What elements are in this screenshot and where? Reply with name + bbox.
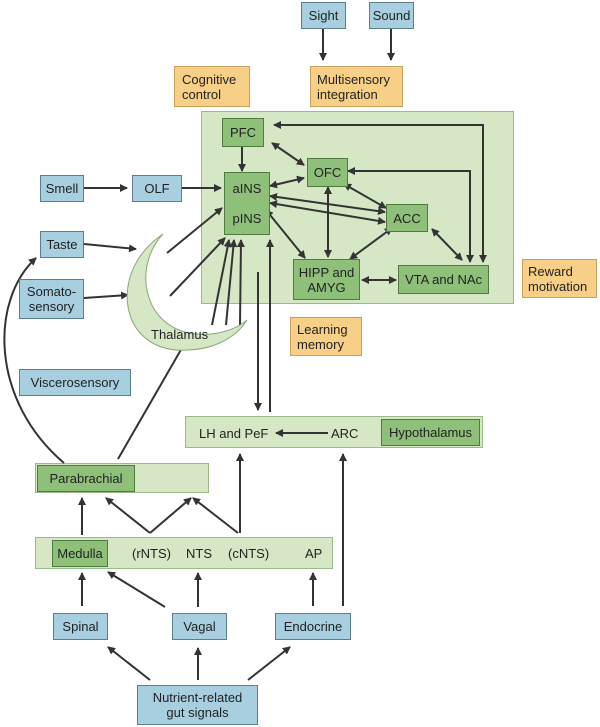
medulla-box: Medulla	[52, 540, 108, 567]
endocrine-label: Endocrine	[283, 619, 343, 634]
spinal-label: Spinal	[62, 619, 99, 634]
acc-label: ACC	[393, 210, 421, 226]
parabrachial-box: Parabrachial	[37, 465, 135, 492]
arc-label: ARC	[331, 426, 359, 441]
sight-label: Sight	[308, 8, 339, 23]
smell-box: Smell	[40, 175, 84, 202]
smell-label: Smell	[45, 181, 79, 196]
vta-nac-box: VTA and NAc	[398, 265, 489, 294]
viscerosensory-label: Viscerosensory	[30, 375, 120, 390]
reward-label-line2: motivation	[528, 278, 588, 294]
learning-label-line2: memory	[297, 336, 344, 352]
hypothalamus-box: Hypothalamus	[381, 419, 480, 446]
medulla-label: Medulla	[57, 546, 103, 561]
thalamus-label: Thalamus	[151, 327, 209, 342]
viscerosensory-box: Viscerosensory	[19, 369, 131, 396]
ap-label: AP	[305, 546, 323, 561]
vagal-box: Vagal	[172, 613, 227, 640]
rnts-label: (rNTS)	[132, 546, 171, 561]
hypothalamus-label: Hypothalamus	[388, 425, 473, 440]
cognitive-label-line1: Cognitive	[182, 71, 237, 87]
gut-label-line1: Nutrient-related	[152, 690, 243, 705]
lh-pef-label: LH and PeF	[199, 426, 269, 441]
cognitive-label-line2: control	[182, 86, 222, 102]
insula-box: aINS pINS	[224, 172, 270, 235]
hipp-label-line1: HIPP and	[298, 264, 355, 280]
vta-label: VTA and NAc	[404, 272, 483, 287]
ofc-label: OFC	[313, 165, 342, 180]
learning-memory-box: Learning memory	[290, 317, 362, 356]
olf-box: OLF	[132, 175, 182, 202]
acc-box: ACC	[386, 204, 428, 232]
sight-box: Sight	[301, 2, 346, 29]
nts-label: NTS	[186, 546, 212, 561]
somatosensory-box: Somato- sensory	[19, 279, 84, 319]
hipp-amyg-box: HIPP and AMYG	[293, 259, 360, 300]
multisensory-label-line2: integration	[317, 86, 378, 102]
pfc-box: PFC	[222, 118, 264, 147]
sound-label: Sound	[372, 8, 411, 23]
olf-label: OLF	[144, 181, 170, 196]
taste-label: Taste	[46, 237, 78, 252]
cognitive-control-box: Cognitive control	[174, 66, 250, 107]
vagal-label: Vagal	[183, 619, 216, 634]
multisensory-integration-box: Multisensory integration	[310, 66, 403, 107]
gut-label-line2: gut signals	[166, 705, 229, 720]
gut-signals-box: Nutrient-related gut signals	[137, 685, 258, 725]
spinal-box: Spinal	[53, 613, 108, 640]
pfc-label: PFC	[230, 125, 256, 140]
learning-label-line1: Learning	[297, 321, 348, 337]
cnts-label: (cNTS)	[228, 546, 270, 561]
sound-box: Sound	[369, 2, 414, 29]
pins-label: pINS	[232, 211, 262, 227]
ofc-box: OFC	[307, 158, 348, 187]
taste-box: Taste	[40, 231, 84, 258]
somatosensory-label-line1: Somato-	[26, 284, 77, 299]
endocrine-box: Endocrine	[275, 613, 351, 640]
parabrachial-label: Parabrachial	[49, 471, 123, 486]
somatosensory-label-line2: sensory	[28, 299, 75, 314]
multisensory-label-line1: Multisensory	[317, 71, 390, 87]
hipp-label-line2: AMYG	[307, 279, 346, 295]
ains-label: aINS	[232, 180, 262, 196]
reward-motivation-box: Reward motivation	[522, 259, 597, 298]
reward-label-line1: Reward	[528, 263, 573, 279]
thalamus-shape	[126, 233, 248, 351]
